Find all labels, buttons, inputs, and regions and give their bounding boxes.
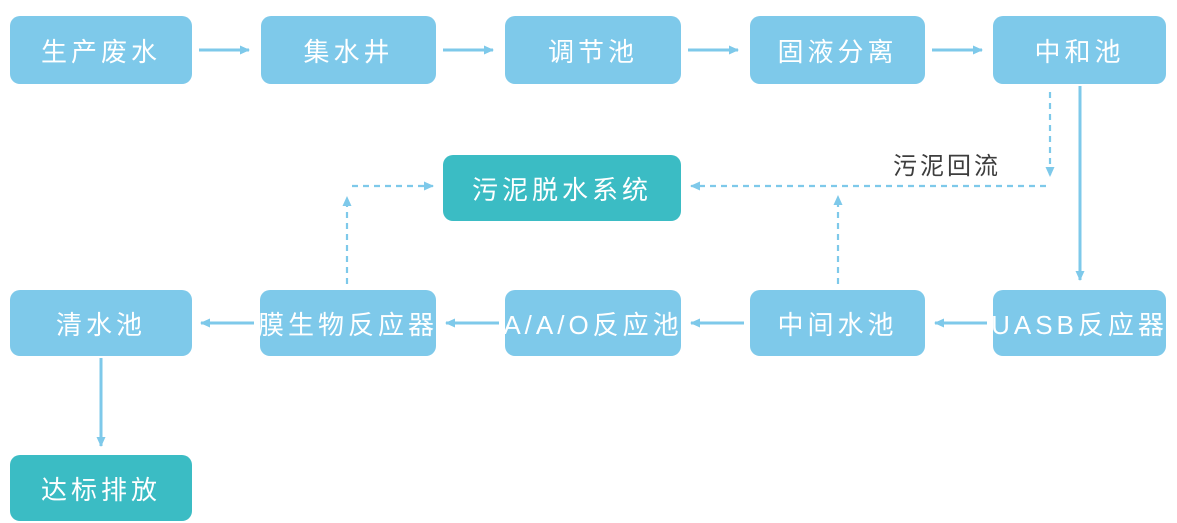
node-collection-well: 集水井: [261, 16, 436, 84]
node-neutralization-tank: 中和池: [993, 16, 1166, 84]
node-membrane-bioreactor: 膜生物反应器: [258, 290, 436, 356]
node-clean-water-tank: 清水池: [10, 290, 192, 356]
node-aao-reaction-tank: A/A/O反应池: [503, 290, 681, 356]
node-uasb-reactor: UASB反应器: [991, 290, 1166, 356]
node-intermediate-water-tank: 中间水池: [750, 290, 925, 356]
node-production-wastewater: 生产废水: [10, 16, 192, 84]
node-sludge-dewatering-system: 污泥脱水系统: [443, 155, 681, 221]
sludge-return-label: 污泥回流: [893, 153, 1001, 180]
node-regulating-tank: 调节池: [505, 16, 681, 84]
node-standard-discharge: 达标排放: [10, 455, 192, 521]
node-solid-liquid-separation: 固液分离: [750, 16, 925, 84]
